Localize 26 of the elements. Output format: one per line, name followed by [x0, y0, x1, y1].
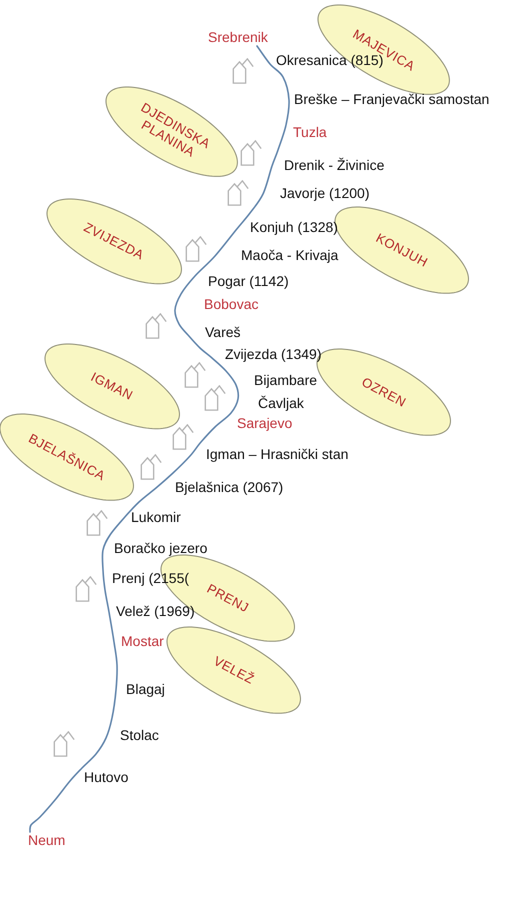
place-name: Drenik - Živinice	[284, 157, 384, 174]
route-line	[29, 45, 290, 833]
place-name: Breške – Franjevački samostan	[294, 91, 490, 108]
place-name: Blagaj	[126, 681, 165, 698]
place-name: Hutovo	[84, 769, 128, 786]
place-name: Boračko jezero	[114, 540, 208, 557]
place-name: Velež (1969)	[116, 603, 195, 620]
place-name: Čavljak	[258, 395, 304, 412]
town-name: Neum	[28, 832, 66, 849]
place-name: Lukomir	[131, 509, 181, 526]
place-name: Stolac	[120, 727, 159, 744]
place-name: Zvijezda (1349)	[225, 346, 322, 363]
town-name: Srebrenik	[208, 29, 268, 46]
place-name: Vareš	[205, 324, 241, 341]
place-name: Javorje (1200)	[280, 185, 370, 202]
place-name: Bijambare	[254, 372, 318, 389]
place-name: Konjuh (1328)	[250, 219, 338, 236]
town-name: Mostar	[121, 633, 164, 650]
place-name: Prenj (2155(	[112, 570, 190, 587]
place-name: Pogar (1142)	[208, 273, 289, 290]
place-name: Igman – Hrasnički stan	[206, 446, 348, 463]
place-name: Maoča - Krivaja	[241, 247, 338, 264]
place-name: Bjelašnica (2067)	[175, 479, 284, 496]
town-name: Sarajevo	[237, 415, 292, 432]
town-name: Tuzla	[293, 124, 327, 141]
town-name: Bobovac	[204, 296, 258, 313]
